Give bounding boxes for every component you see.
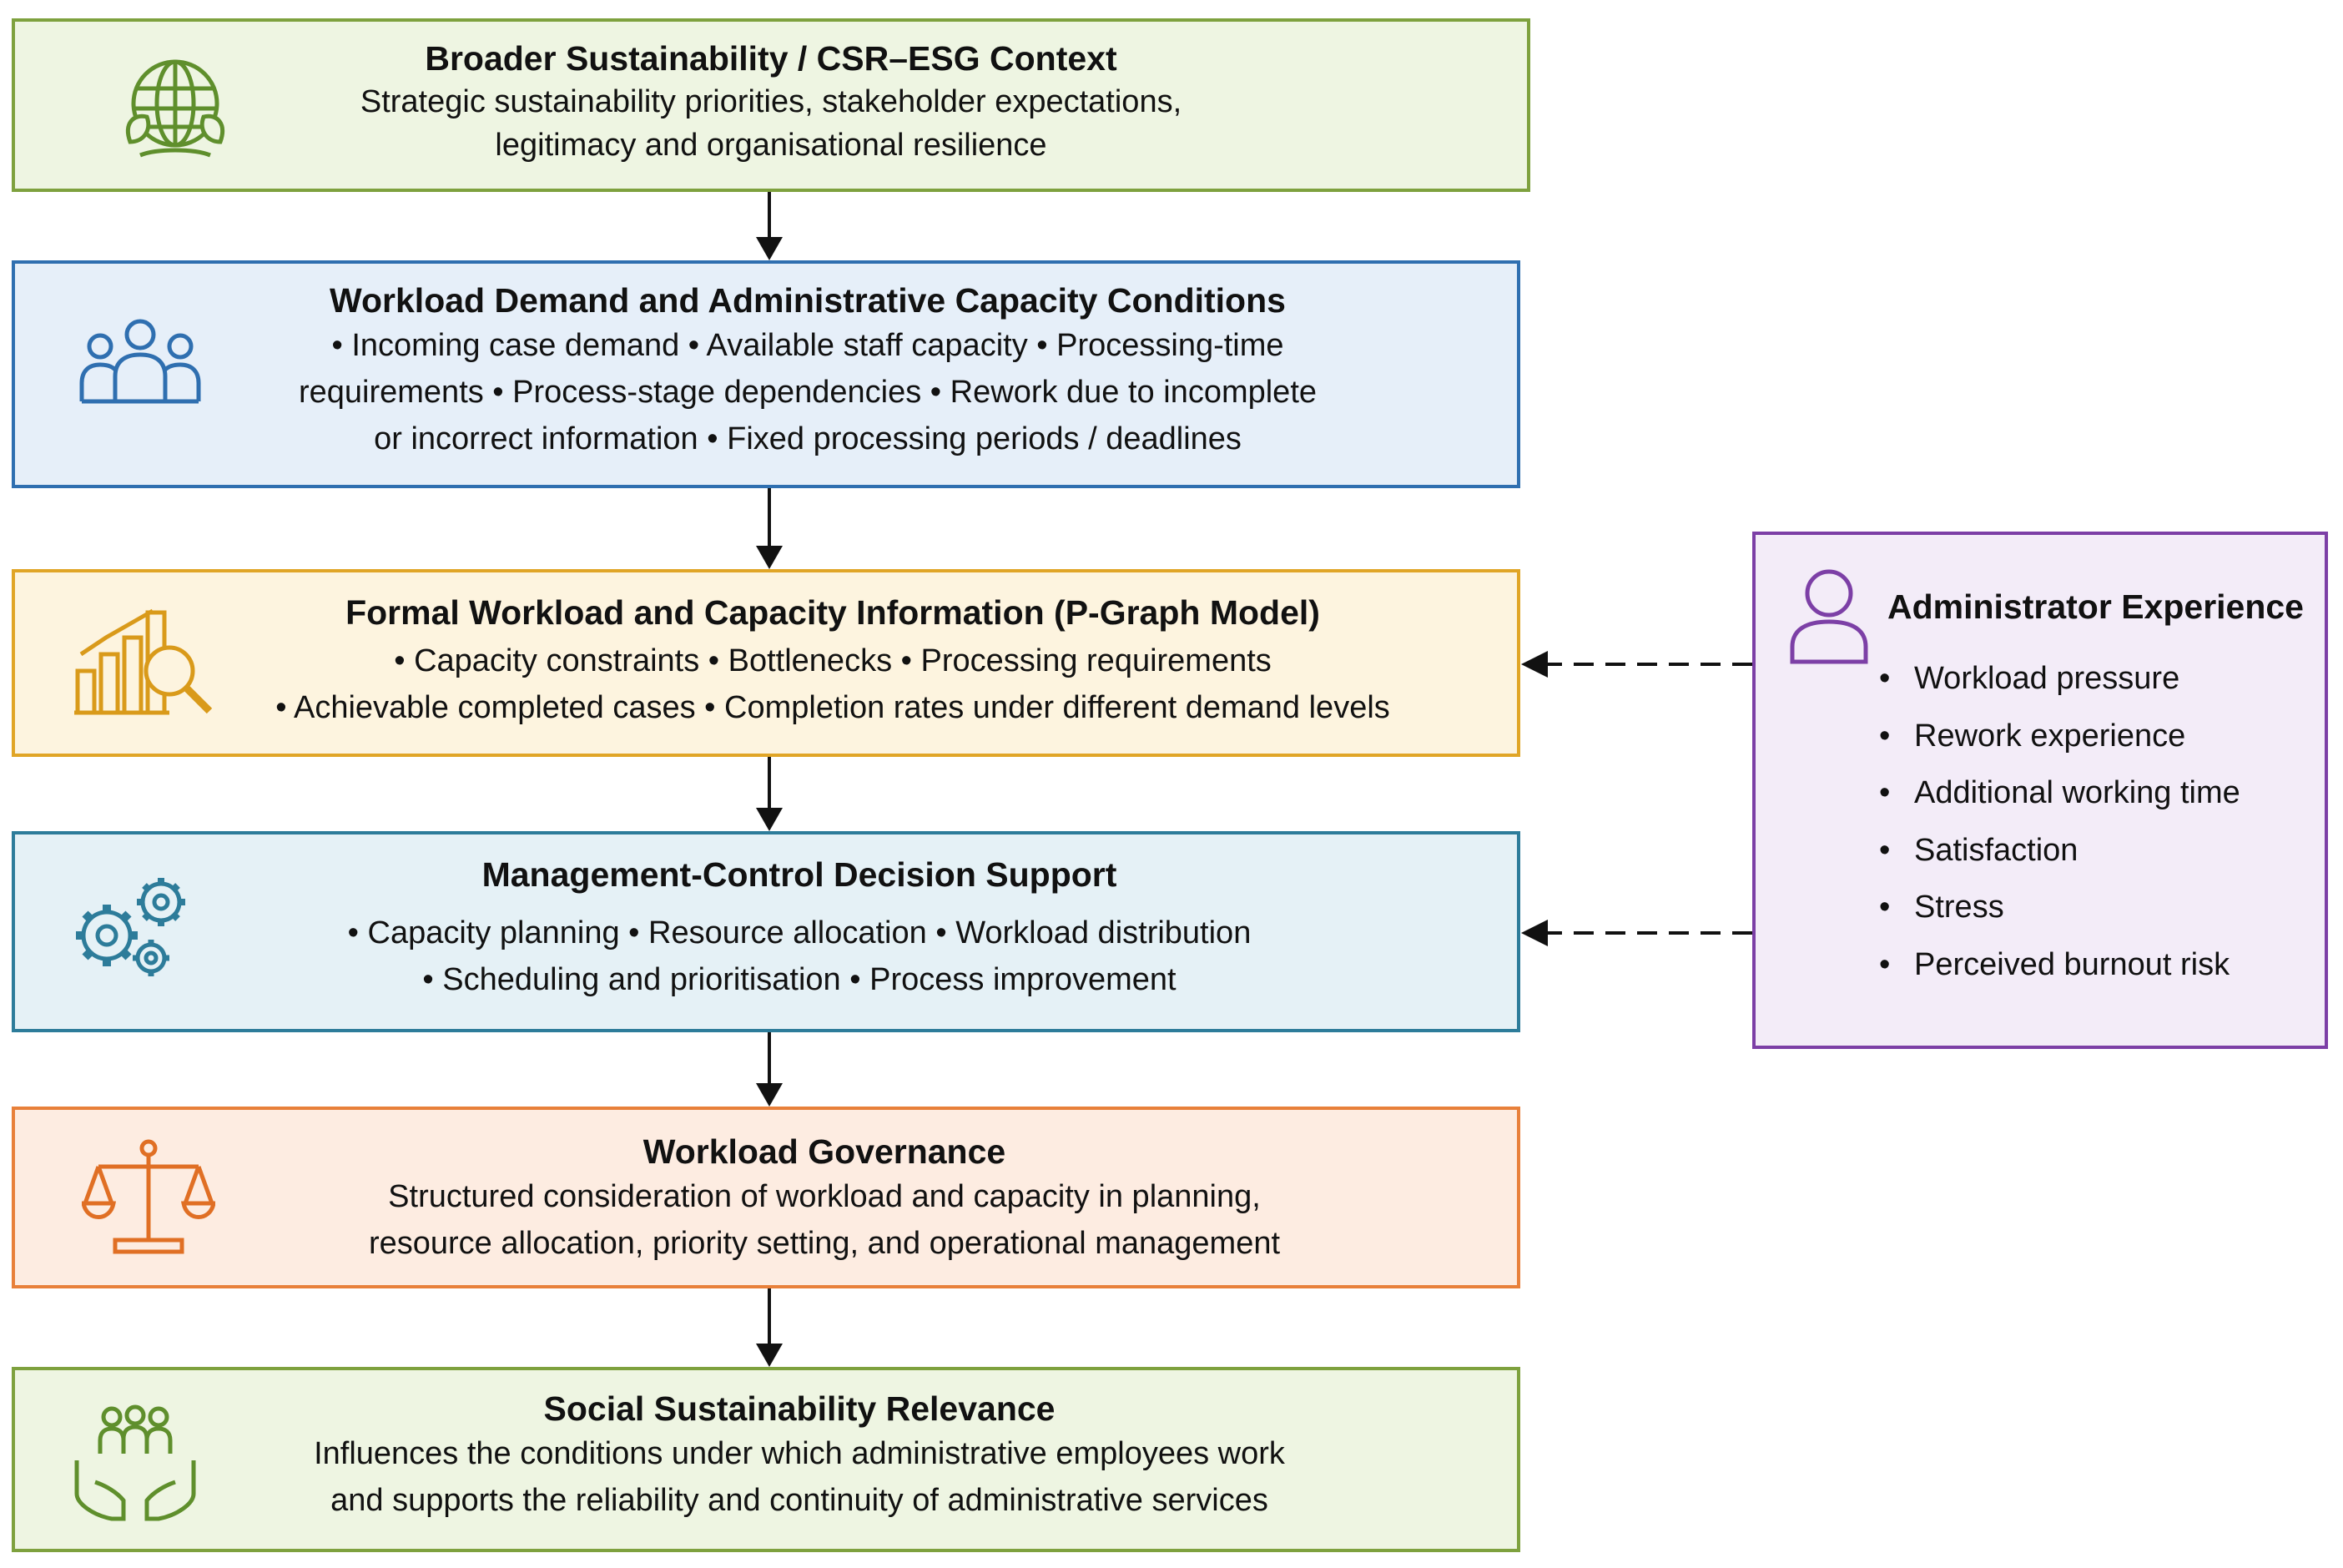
governance-title: Workload Governance (642, 1132, 1006, 1171)
formal-information-title: Formal Workload and Capacity Information… (345, 593, 1320, 632)
people-group-icon (79, 319, 201, 404)
experience-item: Satisfaction (1879, 822, 2240, 880)
globe-leaf-icon (126, 59, 224, 158)
social-line-2: and supports the reliability and continu… (330, 1483, 1268, 1518)
formal-information-line-1: • Capacity constraints • Bottlenecks • P… (394, 643, 1272, 678)
social-box: Social Sustainability Relevance Influenc… (12, 1367, 1520, 1552)
formal-information-box: Formal Workload and Capacity Information… (12, 569, 1520, 757)
arrowhead-7 (1521, 920, 1548, 946)
governance-box: Workload Governance Structured considera… (12, 1107, 1520, 1288)
arrowhead-3 (756, 808, 783, 831)
context-box: Broader Sustainability / CSR–ESG Context… (12, 18, 1530, 192)
governance-line-2: resource allocation, priority setting, a… (368, 1226, 1281, 1261)
decision-support-line-1: • Capacity planning • Resource allocatio… (347, 915, 1252, 950)
administrator-experience-list: Workload pressure Rework experience Addi… (1879, 650, 2240, 993)
workload-demand-title: Workload Demand and Administrative Capac… (330, 281, 1286, 320)
context-line-2: legitimacy and organisational resilience (495, 128, 1047, 163)
administrator-experience-title: Administrator Experience (1887, 587, 2304, 626)
decision-support-box: Management-Control Decision Support • Ca… (12, 831, 1520, 1032)
gears-icon (76, 878, 185, 976)
arrowhead-4 (756, 1083, 783, 1107)
scales-icon (82, 1139, 215, 1254)
hands-people-icon (74, 1404, 196, 1521)
context-line-1: Strategic sustainability priorities, sta… (360, 84, 1182, 119)
decision-support-line-2: • Scheduling and prioritisation • Proces… (422, 962, 1177, 997)
workload-demand-line-3: or incorrect information • Fixed process… (374, 421, 1242, 456)
arrowhead-2 (756, 546, 783, 569)
context-title: Broader Sustainability / CSR–ESG Context (425, 39, 1117, 78)
arrowhead-5 (756, 1344, 783, 1367)
social-line-1: Influences the conditions under which ad… (314, 1436, 1285, 1471)
governance-line-1: Structured consideration of workload and… (388, 1179, 1261, 1214)
social-title: Social Sustainability Relevance (543, 1389, 1056, 1428)
person-icon (1790, 569, 1868, 664)
arrowhead-1 (756, 237, 783, 260)
formal-information-line-2: • Achievable completed cases • Completio… (275, 690, 1390, 725)
experience-item: Rework experience (1879, 708, 2240, 765)
experience-item: Perceived burnout risk (1879, 936, 2240, 994)
experience-item: Stress (1879, 879, 2240, 936)
workload-demand-line-1: • Incoming case demand • Available staff… (331, 328, 1284, 363)
experience-item: Workload pressure (1879, 650, 2240, 708)
decision-support-title: Management-Control Decision Support (481, 855, 1117, 894)
workload-demand-line-2: requirements • Process-stage dependencie… (298, 375, 1318, 410)
experience-item: Additional working time (1879, 764, 2240, 822)
chart-magnifier-icon (74, 608, 213, 715)
administrator-experience-panel: Administrator Experience Workload pressu… (1752, 532, 2328, 1049)
arrowhead-6 (1521, 651, 1548, 678)
workload-demand-box: Workload Demand and Administrative Capac… (12, 260, 1520, 488)
